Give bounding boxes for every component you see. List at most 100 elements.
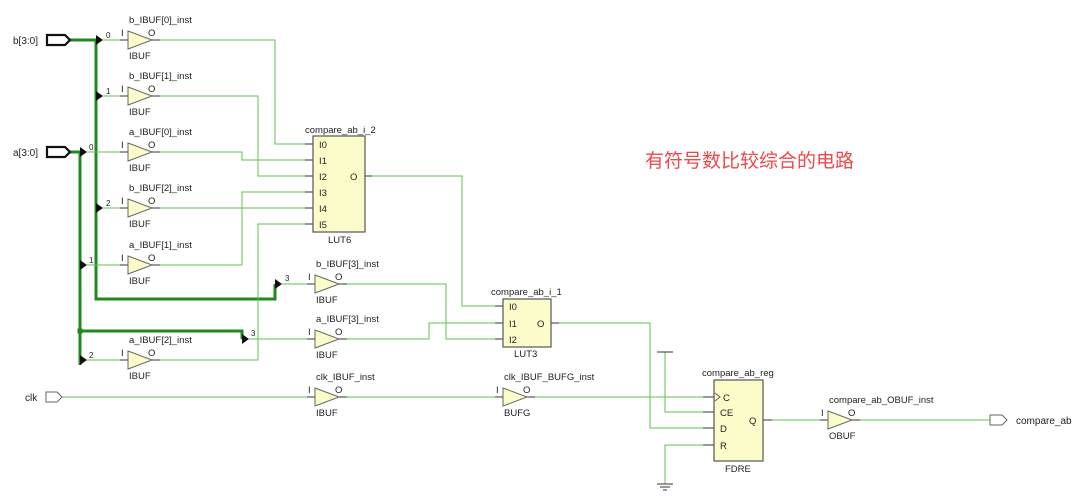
buffer-pin-in: I <box>121 348 124 359</box>
port-compare-ab[interactable]: compare_ab <box>989 414 1072 427</box>
ripper-a3 <box>242 334 249 344</box>
buffer-type: IBUF <box>129 219 151 230</box>
buffer-pin-out: O <box>148 196 155 207</box>
port-clk[interactable]: clk <box>25 391 63 404</box>
lut3-pin-i0: I0 <box>509 302 517 313</box>
ripper-b0 <box>96 35 103 45</box>
port-compare-ab-label: compare_ab <box>1016 416 1072 427</box>
bit-index-b1: 1 <box>106 87 111 96</box>
port-a[interactable]: a[3:0] <box>13 145 72 159</box>
fdre-body <box>713 379 764 462</box>
port-b-label: b[3:0] <box>13 36 38 47</box>
buffer-pin-out: O <box>335 385 342 396</box>
buffer-type: IBUF <box>129 163 151 174</box>
buffer-type: IBUF <box>129 107 151 118</box>
buffer-triangle-icon <box>314 329 341 349</box>
lut3-cell[interactable]: compare_ab_i_1 I0 I1 I2 O LUT3 <box>491 287 562 360</box>
bit-index-a3: 3 <box>251 329 256 338</box>
fdre-pin-r: R <box>720 441 727 452</box>
port-clk-label: clk <box>25 393 38 404</box>
lut6-pin-o: O <box>350 172 357 183</box>
buffer-triangle-icon <box>127 30 154 50</box>
nets <box>62 39 990 484</box>
buffer-instance-name: b_IBUF[0]_inst <box>129 15 192 26</box>
buffer-instance-name: compare_ab_OBUF_inst <box>829 395 934 406</box>
lut6-cell[interactable]: compare_ab_i_2 I0 I1 I2 I3 I4 I5 O LUT6 <box>305 125 376 246</box>
buffer-instance-name: b_IBUF[3]_inst <box>316 259 379 270</box>
port-b[interactable]: b[3:0] <box>13 33 72 47</box>
lut6-pin-i5: I5 <box>319 220 327 231</box>
buffer-type: IBUF <box>129 371 151 382</box>
fdre-instance-name: compare_ab_reg <box>702 368 774 379</box>
buffer-pin-in: I <box>121 84 124 95</box>
buffer-instance-name: b_IBUF[2]_inst <box>129 183 192 194</box>
buffer-triangle-icon <box>827 410 854 430</box>
buffer-pin-in: I <box>821 408 824 419</box>
buffer-type: IBUF <box>129 51 151 62</box>
buffer-pin-out: O <box>148 348 155 359</box>
ripper-a1 <box>80 260 87 270</box>
lut6-type: LUT6 <box>328 235 351 246</box>
buffer-instance-name: a_IBUF[0]_inst <box>129 127 192 138</box>
ripper-b1 <box>96 91 103 101</box>
buffer-type: IBUF <box>316 408 338 419</box>
lut6-pin-i1: I1 <box>319 156 327 167</box>
lut3-pin-i1: I1 <box>509 319 517 330</box>
buffer-pin-in: I <box>496 385 499 396</box>
lut6-instance-name: compare_ab_i_2 <box>305 125 376 136</box>
buffer-triangle-icon <box>127 86 154 106</box>
buffer-instance-name: clk_IBUF_BUFG_inst <box>504 372 595 383</box>
buffer-triangle-icon <box>127 198 154 218</box>
bit-index-b0: 0 <box>106 31 111 40</box>
buffer-pin-out: O <box>848 408 855 419</box>
buffer-instance-name: a_IBUF[3]_inst <box>316 314 379 325</box>
bit-index-a2: 2 <box>89 351 94 360</box>
buffer-triangle-icon <box>314 274 341 294</box>
bit-index-a0: 0 <box>89 143 94 152</box>
buffer-type: IBUF <box>129 276 151 287</box>
fdre-pin-d: D <box>720 424 727 435</box>
buffer-pin-in: I <box>121 253 124 264</box>
buffer-pin-in: I <box>121 196 124 207</box>
bus-b <box>70 38 277 301</box>
buffer-instance-name: a_IBUF[2]_inst <box>129 335 192 346</box>
bit-index-b2: 2 <box>106 199 111 208</box>
lut6-pin-i3: I3 <box>319 188 327 199</box>
buffer-type: BUFG <box>504 408 530 419</box>
buffer-pin-out: O <box>148 253 155 264</box>
bit-index-b3: 3 <box>285 274 290 283</box>
fdre-cell[interactable]: compare_ab_reg C CE D R Q FDRE <box>702 368 774 475</box>
fdre-pin-ce: CE <box>720 408 733 419</box>
ripper-b2 <box>96 203 103 213</box>
buffer-triangle-icon <box>127 350 154 370</box>
bit-index-a1: 1 <box>89 256 94 265</box>
fdre-pin-c: C <box>723 393 730 404</box>
port-a-label: a[3:0] <box>13 148 38 159</box>
buffer-triangle-icon <box>314 387 341 407</box>
buffer-pin-out: O <box>148 140 155 151</box>
ground-symbol <box>657 483 673 491</box>
buffer-pin-in: I <box>308 385 311 396</box>
buffer-pin-out: O <box>523 385 530 396</box>
buffer-instance-name: a_IBUF[1]_inst <box>129 240 192 251</box>
ripper-b3 <box>275 279 282 289</box>
buffer-triangle-icon <box>502 387 529 407</box>
buffer-pin-in: I <box>308 272 311 283</box>
lut6-pin-i2: I2 <box>319 172 327 183</box>
lut3-pin-i2: I2 <box>509 335 517 346</box>
buffer-type: OBUF <box>829 431 856 442</box>
ripper-a2 <box>80 355 87 365</box>
buffer-type: IBUF <box>316 295 338 306</box>
